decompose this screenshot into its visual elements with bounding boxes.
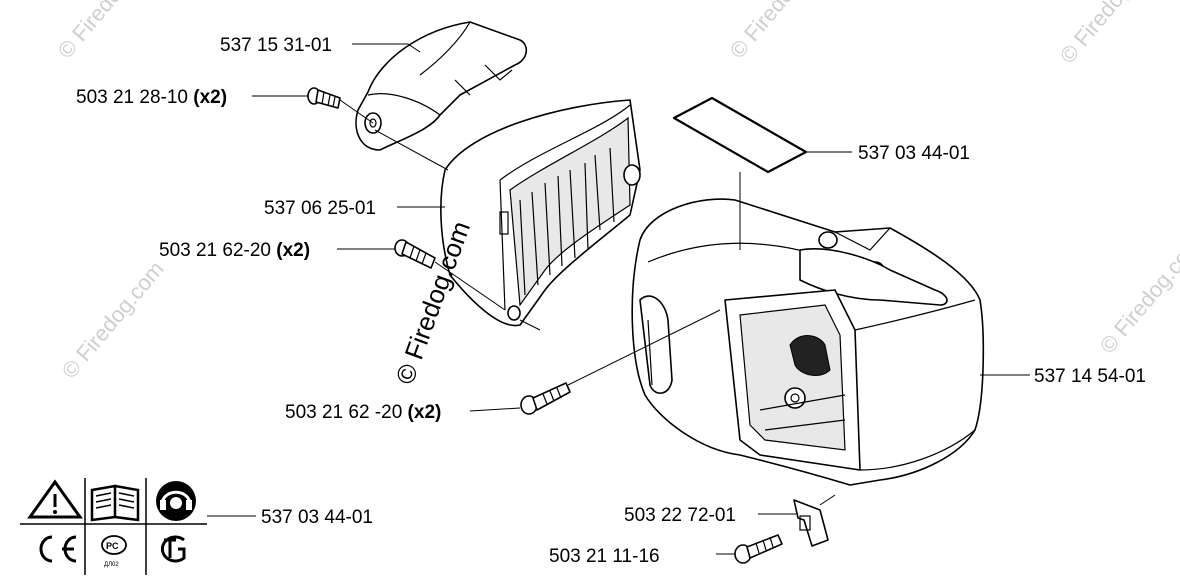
filter-cover-part <box>440 99 641 327</box>
manual-book-icon <box>90 484 140 522</box>
top-cover-part <box>355 21 528 151</box>
screw-top-part <box>307 87 341 109</box>
part-number-bottom-screw: 503 21 11-16 <box>549 546 660 567</box>
ear-protection-icon <box>156 481 196 521</box>
part-number-cylinder-cover: 537 14 54-01 <box>1034 366 1146 387</box>
part-number-top-cover: 537 15 31-01 <box>220 35 332 56</box>
watermark-faint: © Firedog.com <box>1055 0 1167 68</box>
warning-triangle-icon <box>27 479 83 519</box>
part-number-decal: 537 03 44-01 <box>858 143 970 164</box>
screw-mid-part <box>394 239 436 269</box>
gost-mark-icon <box>160 535 186 563</box>
watermark-faint: © Firedog.com <box>53 0 165 63</box>
ce-mark-icon <box>39 535 77 563</box>
watermark-faint: © Firedog.com <box>57 256 169 383</box>
leader-lines <box>207 43 1030 555</box>
clip-part <box>793 499 829 547</box>
watermark-faint: © Firedog.com <box>725 0 837 63</box>
bottom-screw-part <box>734 534 783 564</box>
screw-low-part <box>520 382 571 415</box>
svg-text:PC: PC <box>106 541 119 551</box>
cylinder-cover-part <box>631 198 985 486</box>
warning-decal-symbols: PC ДЛ02 <box>20 478 207 575</box>
part-number-warning-decal: 537 03 44-01 <box>261 507 373 528</box>
decal-part <box>672 96 808 174</box>
part-number-clip: 503 22 72-01 <box>624 505 736 526</box>
part-number-screw-mid: 503 21 62-20 (x2) <box>159 240 310 261</box>
rst-label: ДЛ02 <box>104 562 119 568</box>
part-number-screw-low: 503 21 62 -20 (x2) <box>285 402 441 423</box>
watermark-faint: © Firedog.com <box>1095 231 1180 358</box>
part-number-screw-top: 503 21 28-10 (x2) <box>76 87 227 108</box>
rst-mark-icon: PC ДЛ02 <box>101 535 127 568</box>
part-labels: 537 15 31-01 503 21 28-10 (x2) 537 03 44… <box>76 35 1146 567</box>
part-number-filter-cover: 537 06 25-01 <box>264 198 376 219</box>
